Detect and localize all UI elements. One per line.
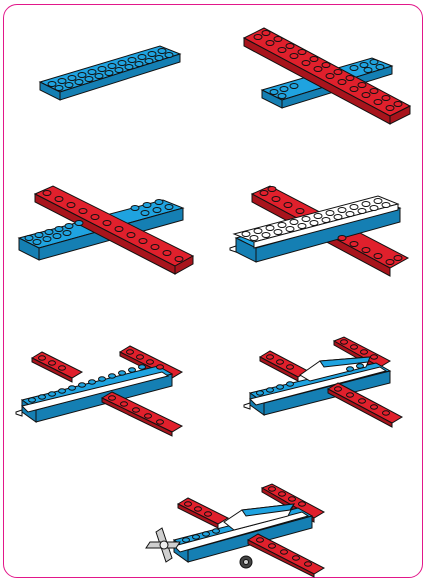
propeller-icon xyxy=(146,528,180,562)
step-1-illustration xyxy=(32,40,192,110)
step-3-illustration xyxy=(15,180,200,275)
step-7-illustration xyxy=(138,482,338,577)
step-5-illustration xyxy=(12,340,192,435)
step-4-illustration xyxy=(230,180,415,280)
wheel-icon xyxy=(240,556,252,568)
step-6-illustration xyxy=(240,335,410,430)
step-2-illustration xyxy=(238,20,418,130)
